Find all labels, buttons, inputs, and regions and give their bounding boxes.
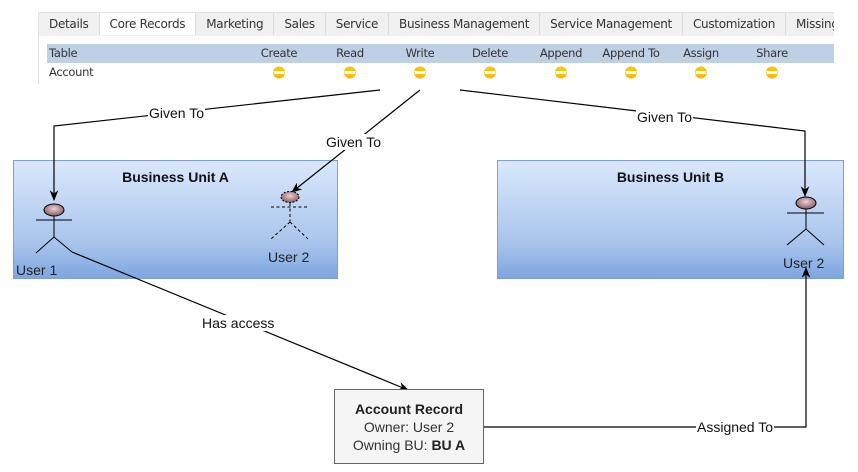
edge-label-given-to-bu-b-user2: Given To <box>636 109 693 125</box>
column-header-create[interactable]: Create <box>260 46 298 60</box>
tab-marketing[interactable]: Marketing <box>196 13 275 35</box>
privilege-row-account: Account <box>47 63 834 83</box>
column-header-read[interactable]: Read <box>336 46 364 60</box>
column-header-append[interactable]: Append <box>539 46 583 60</box>
privilege-grid: Table Create Read Write Delete Append Append T… <box>47 44 834 83</box>
actor-label-bu-b-user2: User 2 <box>783 255 825 271</box>
privilege-grid-header: Table Create Read Write Delete Append Append T… <box>47 44 834 63</box>
edge-label-given-to-user1: Given To <box>148 105 205 121</box>
column-header-assign[interactable]: Assign <box>683 46 719 60</box>
record-title: Account Record <box>354 401 464 417</box>
privilege-assign-business-unit-icon[interactable] <box>695 67 707 78</box>
column-header-delete[interactable]: Delete <box>472 46 508 60</box>
actor-label-user1: User 1 <box>16 262 58 278</box>
edge-assigned-to <box>484 266 811 428</box>
business-unit-b-title: Business Unit B <box>616 169 725 185</box>
tab-missing-entities[interactable]: Missing Entities <box>786 13 834 35</box>
tab-sales[interactable]: Sales <box>274 13 326 35</box>
actor-label-bu-a-user2: User 2 <box>268 249 310 265</box>
privilege-create-business-unit-icon[interactable] <box>273 67 285 78</box>
column-header-write[interactable]: Write <box>405 46 435 60</box>
tab-customization[interactable]: Customization <box>683 13 786 35</box>
edge-label-assigned-to: Assigned To <box>696 419 775 435</box>
column-header-share[interactable]: Share <box>756 46 788 60</box>
privilege-append-to-business-unit-icon[interactable] <box>625 67 637 78</box>
tab-service-management[interactable]: Service Management <box>540 13 683 35</box>
row-table-name: Account <box>49 65 94 79</box>
tab-core-records[interactable]: Core Records <box>99 13 197 35</box>
column-header-append-to[interactable]: Append To <box>602 46 660 60</box>
edge-label-has-access: Has access <box>201 315 276 331</box>
privilege-write-business-unit-icon[interactable] <box>414 67 426 78</box>
account-record-node: Account Record Owner: User 2 Owning BU: … <box>334 389 484 464</box>
record-bu-label: Owning BU: <box>352 437 428 453</box>
privilege-share-business-unit-icon[interactable] <box>766 67 778 78</box>
tab-details[interactable]: Details <box>39 13 100 35</box>
edge-label-given-to-bu-a-user2: Given To <box>325 134 382 150</box>
record-owner-label: Owner: <box>363 419 409 435</box>
column-header-table: Table <box>49 46 78 60</box>
privilege-append-business-unit-icon[interactable] <box>555 67 567 78</box>
business-unit-a-title: Business Unit A <box>122 169 229 185</box>
record-owner-value: User 2 <box>412 419 455 435</box>
tab-service[interactable]: Service <box>326 13 390 35</box>
tab-business-management[interactable]: Business Management <box>389 13 541 35</box>
privilege-delete-business-unit-icon[interactable] <box>484 67 496 78</box>
record-bu-value: BU A <box>431 437 466 453</box>
privilege-read-business-unit-icon[interactable] <box>344 67 356 78</box>
